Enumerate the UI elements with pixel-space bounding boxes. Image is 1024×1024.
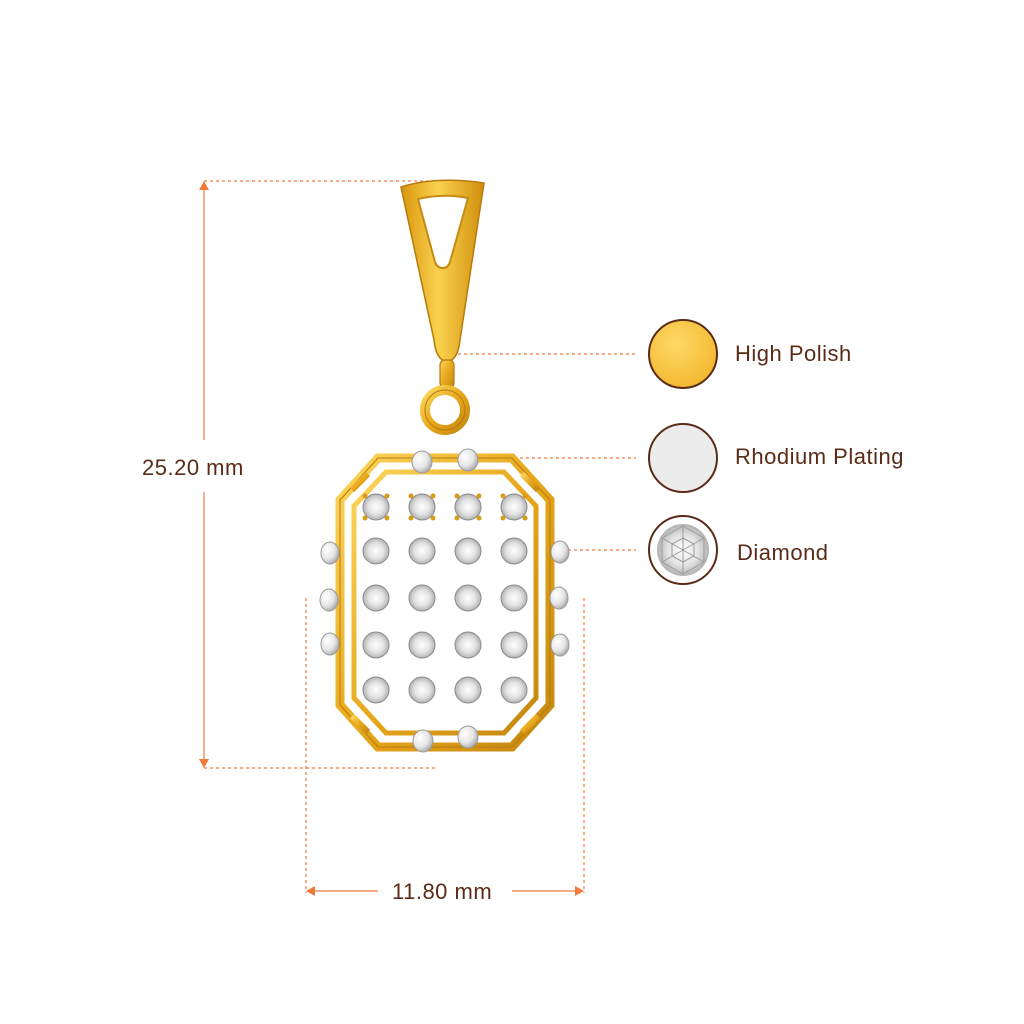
gold-swatch-icon (648, 319, 718, 389)
legend-label-high-polish: High Polish (735, 341, 852, 367)
diamond-swatch-icon (648, 515, 718, 585)
legend-label-diamond: Diamond (737, 540, 829, 566)
height-dimension (199, 180, 440, 769)
width-dimension (305, 598, 585, 896)
legend-leader-lines (446, 353, 636, 551)
height-dimension-label: 25.20 mm (142, 455, 244, 481)
width-dimension-label: 11.80 mm (382, 879, 503, 905)
pendant-bail (400, 179, 485, 389)
diamond-settings (362, 493, 528, 704)
rhodium-beads (319, 448, 570, 753)
rhodium-swatch-icon (648, 423, 718, 493)
jump-ring (420, 385, 470, 435)
legend-label-rhodium-plating: Rhodium Plating (735, 444, 904, 470)
